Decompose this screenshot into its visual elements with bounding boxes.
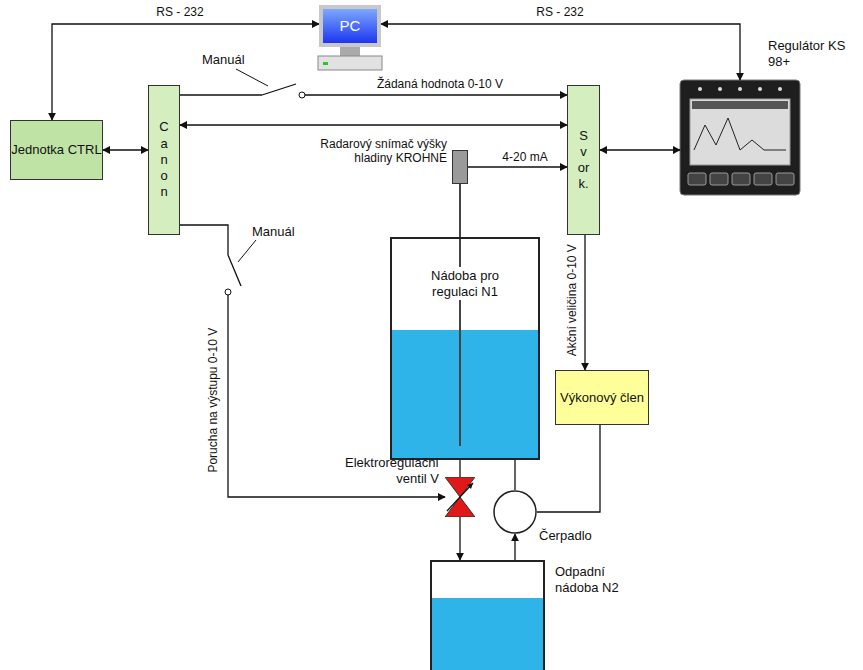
- leader-line: [238, 240, 256, 262]
- node-text: PC: [340, 17, 361, 35]
- regulator-body: [680, 80, 800, 195]
- tank: Nádoba pro regulaci N1: [390, 237, 540, 460]
- node-text: Výkonový člen: [560, 390, 644, 406]
- connector: [180, 94, 567, 95]
- regulator-screen: [690, 99, 790, 165]
- control-valve: Elektroregulační ventil V: [445, 477, 475, 517]
- node-heading: Čerpadlo: [539, 528, 619, 544]
- pc-led: [323, 62, 328, 65]
- power-unit: Výkonový člen: [555, 370, 649, 425]
- switch-label: Manuál: [250, 224, 297, 240]
- switch-contact: [299, 92, 305, 98]
- connector: [600, 149, 680, 150]
- switch-gap: [262, 89, 300, 101]
- connector: [180, 225, 445, 497]
- regulator-buttons: [688, 173, 794, 185]
- node-heading: Regulátor KS 98+: [768, 38, 848, 69]
- regulator-trend: [694, 118, 786, 150]
- regulator: Regulátor KS 98+: [680, 80, 800, 195]
- valve-symbol: [445, 477, 475, 517]
- waste-tank: Odpadní nádoba N2: [430, 560, 545, 670]
- connector: [468, 166, 567, 167]
- signal-label: Žádaná hodnota 0-10 V: [375, 77, 505, 91]
- switch-gap: [222, 255, 236, 290]
- node-text: Svork.: [577, 128, 590, 193]
- water-n1: [391, 330, 539, 459]
- switch-blade: [228, 255, 241, 286]
- node-heading: Odpadní nádoba N2: [555, 564, 635, 595]
- connector: [381, 24, 740, 80]
- connector: [514, 534, 515, 560]
- canon-connector: Canon: [148, 85, 180, 235]
- connector: [52, 24, 319, 120]
- connector: [459, 460, 460, 477]
- terminal-block: Svork.: [567, 85, 600, 235]
- signal-label: Akční veličina 0-10 V: [565, 242, 579, 358]
- pump-symbol: [493, 490, 537, 534]
- switch-contact: [225, 289, 231, 295]
- connector: [584, 235, 585, 370]
- node-text: Canon: [158, 119, 171, 200]
- connector: [180, 124, 567, 125]
- signal-label: 4-20 mA: [500, 150, 549, 164]
- node-heading: Elektroregulační ventil V: [329, 455, 439, 486]
- node-heading: Radarový snímač výšky hladiny KROHNE: [307, 137, 447, 166]
- signal-label: RS - 232: [154, 5, 205, 19]
- control-unit: Jednotka CTRL: [10, 120, 103, 180]
- signal-label: RS - 232: [534, 5, 585, 19]
- node-text: Nádoba pro regulaci N1: [412, 267, 518, 300]
- connector: [459, 517, 460, 560]
- sensor-rod: [459, 184, 461, 446]
- connector: [537, 425, 600, 512]
- signal-label: Porucha na výstupu 0-10 V: [206, 326, 220, 475]
- pc-base: [318, 56, 382, 70]
- connector: [514, 460, 515, 490]
- water-n2: [431, 598, 544, 670]
- leader-line: [236, 69, 268, 86]
- connector: [103, 149, 148, 150]
- regulator-leds: [698, 87, 782, 91]
- node-text: Jednotka CTRL: [11, 142, 101, 158]
- computer: PC: [319, 5, 381, 47]
- monitor-stand: [340, 47, 360, 56]
- pump: Čerpadlo: [493, 490, 537, 534]
- radar-sensor: Radarový snímač výšky hladiny KROHNE: [452, 150, 468, 184]
- regulator-screen-bar: [692, 101, 788, 109]
- switch-label: Manuál: [200, 52, 247, 68]
